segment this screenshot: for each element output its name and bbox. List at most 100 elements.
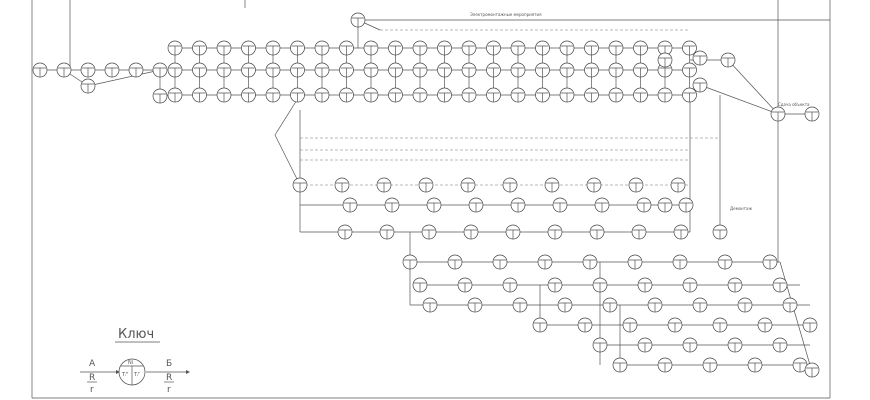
diagram-edge bbox=[87, 69, 161, 87]
event-node bbox=[682, 337, 698, 353]
event-node bbox=[167, 87, 183, 103]
event-node bbox=[510, 87, 526, 103]
event-node bbox=[657, 197, 673, 213]
event-node bbox=[461, 62, 477, 78]
event-node bbox=[586, 177, 602, 193]
legend-key: Ключ А R r Б R r Ni Tᵢᴿ Tᵢᴾ bbox=[80, 327, 190, 395]
event-node bbox=[692, 50, 708, 66]
legend-node-late: Tᵢᴾ bbox=[133, 372, 140, 378]
event-node bbox=[241, 87, 256, 103]
event-node bbox=[802, 317, 818, 333]
event-node bbox=[584, 40, 599, 56]
event-node bbox=[712, 224, 728, 240]
event-node bbox=[379, 224, 395, 240]
diagram-edge bbox=[274, 134, 301, 186]
event-node bbox=[657, 62, 673, 78]
legend-work-num-right: R bbox=[166, 373, 172, 383]
event-node bbox=[589, 224, 605, 240]
event-node bbox=[636, 197, 652, 213]
event-node bbox=[647, 297, 663, 313]
event-node bbox=[628, 177, 644, 193]
event-node bbox=[128, 62, 144, 78]
event-node bbox=[682, 277, 698, 293]
event-node bbox=[104, 62, 120, 78]
event-node bbox=[612, 357, 628, 373]
event-node bbox=[421, 224, 437, 240]
event-node bbox=[577, 317, 593, 333]
event-node bbox=[608, 40, 624, 56]
legend-start-event: А bbox=[89, 359, 96, 369]
event-node bbox=[437, 62, 452, 78]
arrow-icon bbox=[116, 370, 120, 374]
event-node bbox=[468, 197, 484, 213]
event-node bbox=[512, 297, 528, 313]
event-node bbox=[265, 87, 281, 103]
event-node bbox=[627, 254, 643, 270]
event-node bbox=[460, 177, 476, 193]
event-node bbox=[363, 40, 379, 56]
event-node bbox=[486, 40, 501, 56]
event-node bbox=[622, 317, 638, 333]
event-node bbox=[463, 224, 479, 240]
event-node bbox=[657, 357, 673, 373]
event-node bbox=[535, 62, 550, 78]
event-node bbox=[388, 62, 403, 78]
legend-work-den-left: r bbox=[90, 385, 94, 395]
event-node bbox=[337, 224, 353, 240]
event-node bbox=[241, 40, 256, 56]
event-node bbox=[637, 337, 653, 353]
event-node bbox=[461, 40, 477, 56]
event-node bbox=[608, 87, 624, 103]
event-node bbox=[770, 106, 786, 122]
event-node bbox=[388, 40, 403, 56]
event-node bbox=[412, 87, 428, 103]
event-node bbox=[631, 224, 647, 240]
event-node bbox=[544, 177, 560, 193]
event-node bbox=[412, 40, 428, 56]
event-node bbox=[594, 197, 610, 213]
event-node bbox=[339, 40, 354, 56]
legend-work-num-left: R bbox=[89, 373, 95, 383]
event-node bbox=[757, 317, 773, 333]
event-node bbox=[314, 62, 330, 78]
event-node bbox=[804, 106, 820, 122]
event-node bbox=[241, 62, 256, 78]
event-node bbox=[167, 40, 183, 56]
event-node bbox=[216, 62, 232, 78]
event-node bbox=[592, 337, 608, 353]
event-node bbox=[792, 357, 808, 373]
drawing-frame bbox=[31, 0, 831, 399]
event-node bbox=[426, 197, 442, 213]
event-node bbox=[437, 40, 452, 56]
event-node bbox=[486, 87, 501, 103]
event-node bbox=[290, 40, 305, 56]
event-node bbox=[510, 40, 526, 56]
event-node bbox=[535, 40, 550, 56]
event-node bbox=[502, 177, 518, 193]
event-node bbox=[167, 62, 183, 78]
event-node bbox=[339, 87, 354, 103]
event-node bbox=[747, 357, 763, 373]
event-node bbox=[384, 197, 400, 213]
event-node bbox=[290, 87, 305, 103]
event-node bbox=[402, 254, 418, 270]
event-node bbox=[314, 40, 330, 56]
event-node bbox=[376, 177, 392, 193]
event-node bbox=[363, 87, 379, 103]
event-node bbox=[334, 177, 350, 193]
event-node bbox=[152, 62, 168, 78]
event-node bbox=[584, 62, 599, 78]
event-node bbox=[510, 62, 526, 78]
legend-title: Ключ bbox=[118, 327, 154, 342]
event-node bbox=[363, 62, 379, 78]
event-node bbox=[292, 177, 308, 193]
event-node bbox=[667, 317, 683, 333]
event-node bbox=[412, 62, 428, 78]
event-node bbox=[80, 78, 96, 94]
event-node bbox=[342, 197, 358, 213]
diagram-edge bbox=[699, 84, 779, 115]
event-node bbox=[633, 40, 648, 56]
event-node bbox=[637, 277, 653, 293]
arrow-icon bbox=[186, 370, 190, 374]
